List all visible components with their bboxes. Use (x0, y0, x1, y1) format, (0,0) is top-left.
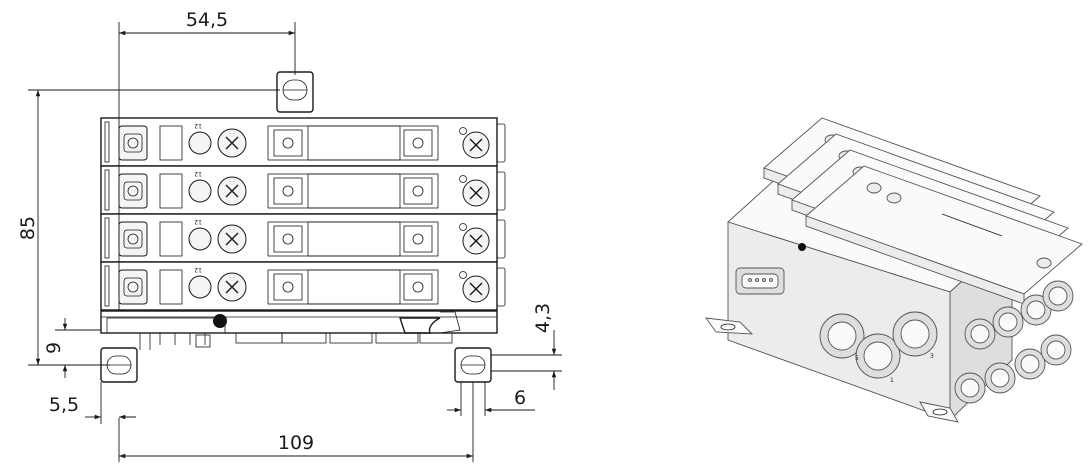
iso-port-label-1: 1 (890, 377, 894, 384)
push-in-fitting-icon (1040, 334, 1072, 366)
valve-slice (805, 165, 1083, 305)
output-fittings (954, 280, 1074, 404)
valve-stack: 12 12 12 12 (100, 117, 506, 311)
push-in-fitting-icon (1020, 294, 1052, 326)
dim-slot-width: 6 (514, 387, 526, 409)
manual-override-icon (188, 179, 212, 203)
indicator-dot-icon (213, 314, 227, 328)
valve-block: 12 (100, 165, 506, 215)
push-in-fitting-icon (1042, 280, 1074, 312)
base-plate (100, 310, 498, 350)
valve-block: 12 (100, 213, 506, 263)
valve-slices (763, 117, 1083, 305)
large-ports: 5 1 3 (819, 311, 938, 384)
dimension-lines: 54,5 85 9 5,5 109 6 4,3 (17, 9, 562, 462)
valve-block: 12 (100, 261, 506, 311)
dim-foot-height: 9 (43, 342, 65, 354)
sub-d-connector-icon (735, 267, 785, 295)
port-label-12: 12 (194, 170, 202, 177)
push-in-fitting-icon (984, 362, 1016, 394)
port-label-12: 12 (194, 122, 202, 129)
port-label-12: 12 (194, 218, 202, 225)
dim-mount-hole-offset: 54,5 (186, 9, 228, 31)
dim-foot-inset: 5,5 (49, 394, 79, 416)
manual-override-icon (188, 227, 212, 251)
push-in-fitting-icon (992, 306, 1024, 338)
port-label-12: 12 (194, 266, 202, 273)
manual-override-icon (188, 131, 212, 155)
dim-hole-spacing: 109 (278, 432, 314, 454)
iso-port-label-5: 5 (855, 355, 859, 362)
push-in-fitting-icon (954, 372, 986, 404)
dim-plate-thickness: 4,3 (532, 303, 554, 333)
iso-port-label-3: 3 (930, 353, 934, 360)
manual-override-icon (188, 275, 212, 299)
dim-overall-height: 85 (17, 216, 39, 240)
valve-block: 12 (100, 117, 506, 167)
push-in-fitting-icon (964, 318, 996, 350)
push-in-fitting-icon (1014, 348, 1046, 380)
isometric-view: 5 1 3 (705, 117, 1083, 423)
top-mounting-tab (276, 71, 314, 113)
right-foot (454, 347, 492, 383)
front-view: 12 12 12 12 (100, 71, 506, 383)
